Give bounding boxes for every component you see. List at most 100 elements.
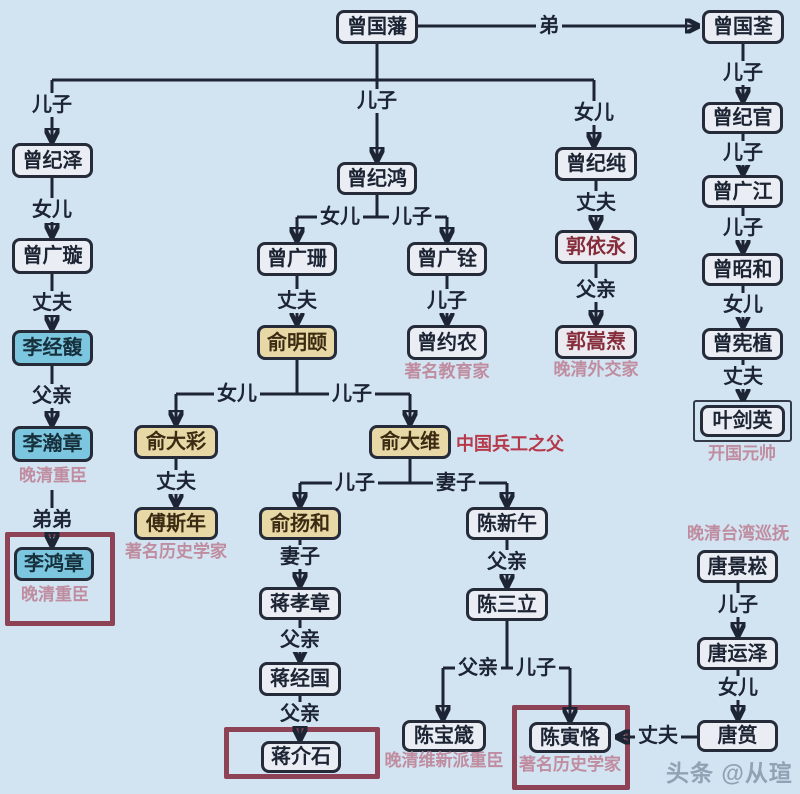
- person-node-yu-yanghe: 俞扬和: [259, 507, 341, 540]
- person-caption-chen-yinke: 著名历史学家: [519, 755, 621, 774]
- relationship-label: 弟弟: [29, 508, 75, 532]
- relationship-label: 儿子: [513, 656, 559, 680]
- person-node-chen-sanli: 陈三立: [466, 588, 548, 621]
- relationship-label: 儿子: [720, 141, 766, 165]
- person-name: 郭嵩焘: [566, 331, 626, 353]
- person-caption-zeng-yuenong: 著名教育家: [404, 362, 490, 381]
- relationship-label: 丈夫: [573, 191, 619, 215]
- person-node-yu-dacai: 俞大彩: [134, 425, 218, 459]
- person-caption-yu-dawei: 中国兵工之父: [456, 434, 564, 454]
- person-name: 陈寅恪: [540, 726, 600, 749]
- person-name: 曾广铨: [417, 248, 477, 270]
- relationship-label: 女儿: [29, 198, 75, 222]
- relationship-label: 父亲: [29, 384, 75, 408]
- relationship-label: 丈夫: [29, 291, 75, 315]
- person-node-chen-yinke: 陈寅恪: [529, 722, 611, 753]
- watermark: 头条 @从瑄: [666, 760, 793, 786]
- person-name: 曾纪官: [712, 107, 773, 129]
- person-node-zeng-jihong: 曾纪鸿: [337, 162, 417, 195]
- person-node-fu-sinian: 傅斯年: [134, 507, 218, 540]
- relationship-label: 女儿: [571, 101, 617, 125]
- person-name: 曾国藩: [347, 16, 407, 38]
- person-name: 曾广璇: [22, 245, 83, 267]
- person-node-zeng-xianzhi: 曾宪植: [702, 328, 783, 360]
- person-name: 曾约农: [417, 331, 477, 354]
- li-hongzhang-frame: [5, 532, 115, 626]
- person-node-zeng-jichun: 曾纪纯: [555, 147, 637, 181]
- person-node-li-jingfu: 李经馥: [12, 330, 93, 366]
- person-name: 李瀚章: [22, 433, 83, 455]
- person-node-yu-mingyi: 俞明颐: [257, 325, 337, 360]
- person-name: 曾广珊: [267, 248, 327, 270]
- person-node-zeng-guofan: 曾国藩: [336, 10, 418, 44]
- person-node-zeng-zhaohe: 曾昭和: [702, 253, 783, 286]
- person-name: 李鸿章: [24, 553, 84, 575]
- relationship-label: 女儿: [720, 293, 766, 317]
- person-name: 蒋经国: [270, 668, 330, 690]
- person-name: 曾广江: [712, 180, 773, 203]
- person-caption-chen-baozhen: 晚清维新派重臣: [384, 751, 504, 770]
- person-name: 叶剑英: [712, 410, 773, 432]
- relationship-label: 儿子: [29, 93, 75, 117]
- relationship-label: 弟: [536, 14, 562, 38]
- person-name: 俞扬和: [270, 512, 330, 535]
- person-node-chen-xinwu: 陈新午: [466, 507, 548, 540]
- person-node-tang-jingsong: 唐景崧: [697, 550, 778, 583]
- person-name: 曾国荃: [713, 16, 773, 38]
- person-node-chen-baozhen: 陈宝箴: [402, 720, 486, 752]
- relationship-label: 丈夫: [720, 365, 766, 389]
- relationship-label: 父亲: [484, 550, 530, 574]
- relationship-label: 儿子: [329, 382, 375, 406]
- person-name: 曾纪泽: [22, 149, 83, 172]
- person-name: 俞明颐: [267, 331, 327, 354]
- person-name: 俞大维: [380, 431, 440, 453]
- person-node-tang-yun: 唐筼: [697, 720, 778, 752]
- relationship-label: 女儿: [317, 205, 363, 229]
- relationship-label: 妻子: [277, 545, 323, 569]
- relationship-label: 女儿: [715, 676, 761, 700]
- person-name: 唐筼: [717, 725, 758, 747]
- person-name: 郭依永: [566, 236, 626, 258]
- person-node-guo-yiyong: 郭依永: [555, 230, 637, 264]
- person-node-zeng-guangshan: 曾广珊: [257, 242, 337, 276]
- person-node-jiang-xiaozhang: 蒋孝章: [259, 587, 341, 620]
- person-node-yu-dawei: 俞大维: [369, 425, 451, 459]
- person-name: 曾宪植: [712, 333, 773, 355]
- person-node-zeng-guoquan: 曾国荃: [702, 10, 784, 44]
- person-name: 蒋介石: [271, 746, 331, 768]
- person-caption-li-hanzhang: 晚清重臣: [19, 466, 87, 485]
- relationship-label: 儿子: [715, 593, 761, 617]
- person-caption-ye-jianying: 开国元帅: [708, 444, 776, 463]
- person-name: 曾纪纯: [566, 153, 626, 175]
- person-caption-guo-songtao: 晚清外交家: [553, 360, 639, 379]
- ye-jianying-frame: [693, 400, 792, 442]
- person-name: 曾昭和: [712, 258, 773, 281]
- person-node-li-hanzhang: 李瀚章: [12, 426, 93, 462]
- relationship-label: 父亲: [277, 628, 323, 652]
- person-node-ye-jianying: 叶剑英: [700, 405, 785, 437]
- relationship-label: 儿子: [332, 471, 378, 495]
- person-caption-fu-sinian: 著名历史学家: [125, 542, 227, 561]
- relationship-label: 儿子: [424, 289, 470, 313]
- person-name: 陈宝箴: [414, 725, 474, 747]
- person-node-tang-yunze: 唐运泽: [697, 637, 778, 670]
- relationship-label: 妻子: [433, 471, 479, 495]
- person-node-zeng-jize: 曾纪泽: [12, 143, 93, 178]
- person-node-jiang-jieshi: 蒋介石: [261, 741, 341, 773]
- relationship-label: 儿子: [720, 216, 766, 240]
- person-node-zeng-jiguan: 曾纪官: [702, 102, 783, 134]
- relationship-label: 父亲: [455, 656, 501, 680]
- person-name: 曾纪鸿: [347, 167, 407, 190]
- relationship-label: 儿子: [720, 61, 766, 85]
- relationship-label: 儿子: [354, 89, 400, 113]
- relationship-label: 父亲: [573, 278, 619, 302]
- person-name: 傅斯年: [146, 512, 206, 535]
- person-node-zeng-guangjiang: 曾广江: [702, 175, 783, 208]
- person-node-guo-songtao: 郭嵩焘: [555, 325, 637, 359]
- relationship-label: 丈夫: [153, 470, 199, 494]
- person-name: 陈三立: [477, 593, 537, 616]
- person-name: 唐运泽: [707, 642, 768, 665]
- person-name: 俞大彩: [146, 431, 206, 453]
